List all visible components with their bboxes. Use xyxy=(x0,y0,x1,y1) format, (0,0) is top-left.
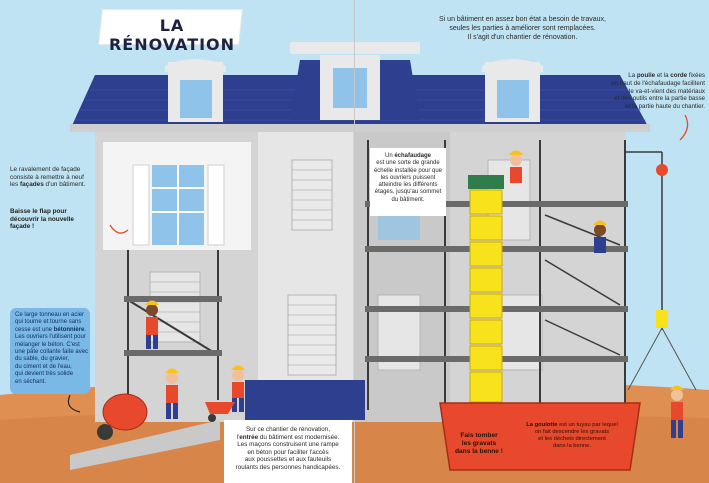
mixer-note-line: qui devient très solide xyxy=(15,371,74,378)
dumpster xyxy=(439,402,641,471)
mixer-note-line: qui tourne et tourne sans xyxy=(15,319,82,326)
scaffold-note-line: étages, jusqu'au sommet xyxy=(374,189,442,196)
entrance-info-box xyxy=(224,420,352,483)
pulley-note-line: et la partie haute du chantier. xyxy=(625,103,705,111)
facade-note-line: Le ravalement de façade xyxy=(10,166,81,173)
mixer-note-line: du ciment et de l'eau, xyxy=(15,363,72,370)
chute-note-line: dans la benne. xyxy=(552,443,592,449)
text-run: du bâtiment est modernisée. xyxy=(258,433,340,441)
text-run-bold: entrée xyxy=(239,433,259,441)
concrete-mixer xyxy=(70,393,220,470)
mixer-note-line: cesse est une bétonnière. xyxy=(15,327,91,334)
debris-bin-instruction[interactable]: Fais tomber les gravats dans la benne ! xyxy=(450,432,508,456)
scaffold-note-line: les ouvriers puissent xyxy=(380,174,436,181)
pulley-note-line: en haut de l'échafaudage facilitent xyxy=(611,79,705,87)
flap-note-line: découvrir la nouvelle xyxy=(10,215,74,223)
scaffold-note-line: Un échafaudage xyxy=(371,153,445,160)
text-run-bold: façades xyxy=(19,181,44,189)
pulley-note: La poulie et la corde fixées en haut de … xyxy=(580,72,705,111)
chute-note-line: La goulotte est un tuyau par lequel xyxy=(518,422,626,429)
cornice xyxy=(70,124,650,132)
pulley-note-line: La poulie et la corde fixées xyxy=(580,72,705,80)
arrow-mixer xyxy=(67,394,81,413)
pulley xyxy=(656,164,668,176)
arrow-pulley xyxy=(679,114,689,141)
text-run-bold: bétonnière xyxy=(53,326,85,333)
page-title: LA RÉNOVATION xyxy=(108,16,236,54)
entrance-note: Sur ce chantier de rénovation, l'entrée … xyxy=(226,426,350,472)
facade-note-line: consiste à remettre à neuf xyxy=(10,173,84,181)
flap-note-line: Baisse le flap pour xyxy=(10,208,67,215)
mixer-note-line: en séchant. xyxy=(15,378,47,385)
text-run-bold: corde xyxy=(670,72,688,79)
text-run-bold: La goulotte xyxy=(526,422,558,428)
pulley-note-line: le va-et-vient des matériaux xyxy=(628,87,705,95)
intro-line: seules les parties à améliorer sont remp… xyxy=(449,25,596,32)
facade-note: Le ravalement de façade consiste à remet… xyxy=(10,166,110,189)
flap-note-line: façade ! xyxy=(10,223,35,231)
flap-instruction: Baisse le flap pour découvrir la nouvell… xyxy=(10,208,110,231)
intro-line: Si un bâtiment en assez bon état a besoi… xyxy=(439,16,606,23)
entrance-note-line: roulants des personnes handicapées. xyxy=(235,463,341,471)
entrance-door xyxy=(245,380,365,420)
mixer-note-line: Les ouvriers l'utilisent pour xyxy=(15,334,86,341)
text-run: La xyxy=(628,72,637,79)
pulley-rig xyxy=(625,151,663,330)
scaffold-info-box xyxy=(370,148,446,216)
text-run: Un xyxy=(384,153,395,159)
scaffold-note: Un échafaudage est une sorte de grande é… xyxy=(371,153,445,204)
scaffold-note-line: atteindre les différents xyxy=(378,182,438,189)
text-run: fixées xyxy=(687,72,705,79)
text-run-bold: poulie xyxy=(636,72,656,79)
entrance-note-line: en béton pour faciliter l'accès xyxy=(247,448,329,456)
text-run-bold: échafaudage xyxy=(394,153,432,159)
bin-note-line: dans la benne ! xyxy=(455,448,503,455)
text-run: d'un bâtiment. xyxy=(43,181,86,189)
bin-note-line: les gravats xyxy=(461,440,497,447)
text-run: les xyxy=(10,181,20,189)
chute-note-line: on fait descendre les gravats xyxy=(534,429,610,435)
entrance-note-line: Les maçons construisent une rampe xyxy=(237,441,339,449)
bin-note-line: Fais tomber xyxy=(460,432,498,439)
intro-line: Il s'agit d'un chantier de rénovation. xyxy=(467,34,578,41)
scaffold-note-line: du bâtiment. xyxy=(391,196,425,203)
text-run: est un tuyau par lequel xyxy=(557,422,618,428)
chute-note: La goulotte est un tuyau par lequel on f… xyxy=(518,422,626,450)
mixer-note-line: du sable, du gravier, xyxy=(15,356,70,363)
text-run: cesse est une xyxy=(15,326,54,333)
mixer-note-line: mélanger le béton. C'est xyxy=(15,341,80,348)
text-run: . xyxy=(84,326,87,333)
scaffold-note-line: est une sorte de grande xyxy=(376,160,440,167)
debris-chute xyxy=(469,189,503,403)
pulley-note-line: et des outils entre la partie basse xyxy=(614,95,705,103)
mixer-note-line: une pâte collante faite avec xyxy=(15,349,89,356)
text-run: et la xyxy=(655,72,671,79)
chute-note-line: et les déchets directement xyxy=(538,436,606,442)
arrow-facade xyxy=(109,224,129,234)
mixer-note: Ce large tonneau en acier qui tourne et … xyxy=(15,312,91,386)
intro-text: Si un bâtiment en assez bon état a besoi… xyxy=(430,15,615,42)
workers xyxy=(145,150,684,438)
entrance-note-line: Sur ce chantier de rénovation, xyxy=(245,426,330,433)
wheelbarrow xyxy=(205,402,235,422)
text-run: l' xyxy=(236,433,240,441)
facade-note-line: les façades d'un bâtiment. xyxy=(10,181,110,189)
mixer-note-line: Ce large tonneau en acier xyxy=(15,312,85,318)
entrance-note-line: aux poussettes et aux fauteuils xyxy=(244,456,332,464)
scaffold-note-line: échelle installée pour que xyxy=(373,167,443,174)
entrance-note-line: l'entrée du bâtiment est modernisée. xyxy=(226,434,350,442)
mixer-info-bubble xyxy=(10,308,90,394)
